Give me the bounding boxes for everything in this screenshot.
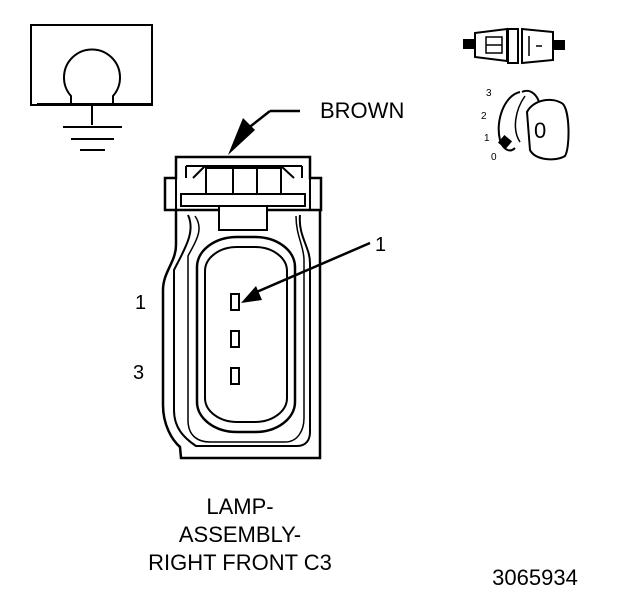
pin-label-3: 3	[133, 362, 144, 384]
pin-callout-label: 1	[375, 234, 386, 256]
lock-position-1: 1	[484, 133, 490, 144]
lock-position-3: 3	[486, 88, 492, 99]
color-callout-arrow	[228, 109, 300, 155]
color-label: BROWN	[320, 98, 404, 123]
connector-mating-icon	[463, 27, 565, 65]
lock-position-0: 0	[491, 152, 497, 163]
pin-label-1: 1	[135, 292, 146, 314]
terminal-2	[230, 330, 240, 348]
terminal-1	[230, 293, 240, 311]
figure-number: 3065934	[492, 565, 578, 590]
connector-caption: LAMP- ASSEMBLY- RIGHT FRONT C3	[120, 493, 360, 577]
lock-key-letter: 0	[534, 118, 546, 143]
caption-line-1: LAMP-	[206, 494, 274, 519]
ground-symbol-icon	[30, 24, 153, 151]
caption-line-2: ASSEMBLY-	[178, 522, 302, 547]
pin-callout-arrow	[241, 241, 371, 303]
caption-line-3: RIGHT FRONT C3	[148, 550, 332, 575]
terminal-3	[230, 367, 240, 385]
lock-position-2: 2	[481, 111, 487, 122]
lock-position-icon: 3 2 1 0 0	[481, 88, 570, 163]
terminal-cavities	[230, 293, 240, 385]
connector-body	[161, 155, 323, 460]
